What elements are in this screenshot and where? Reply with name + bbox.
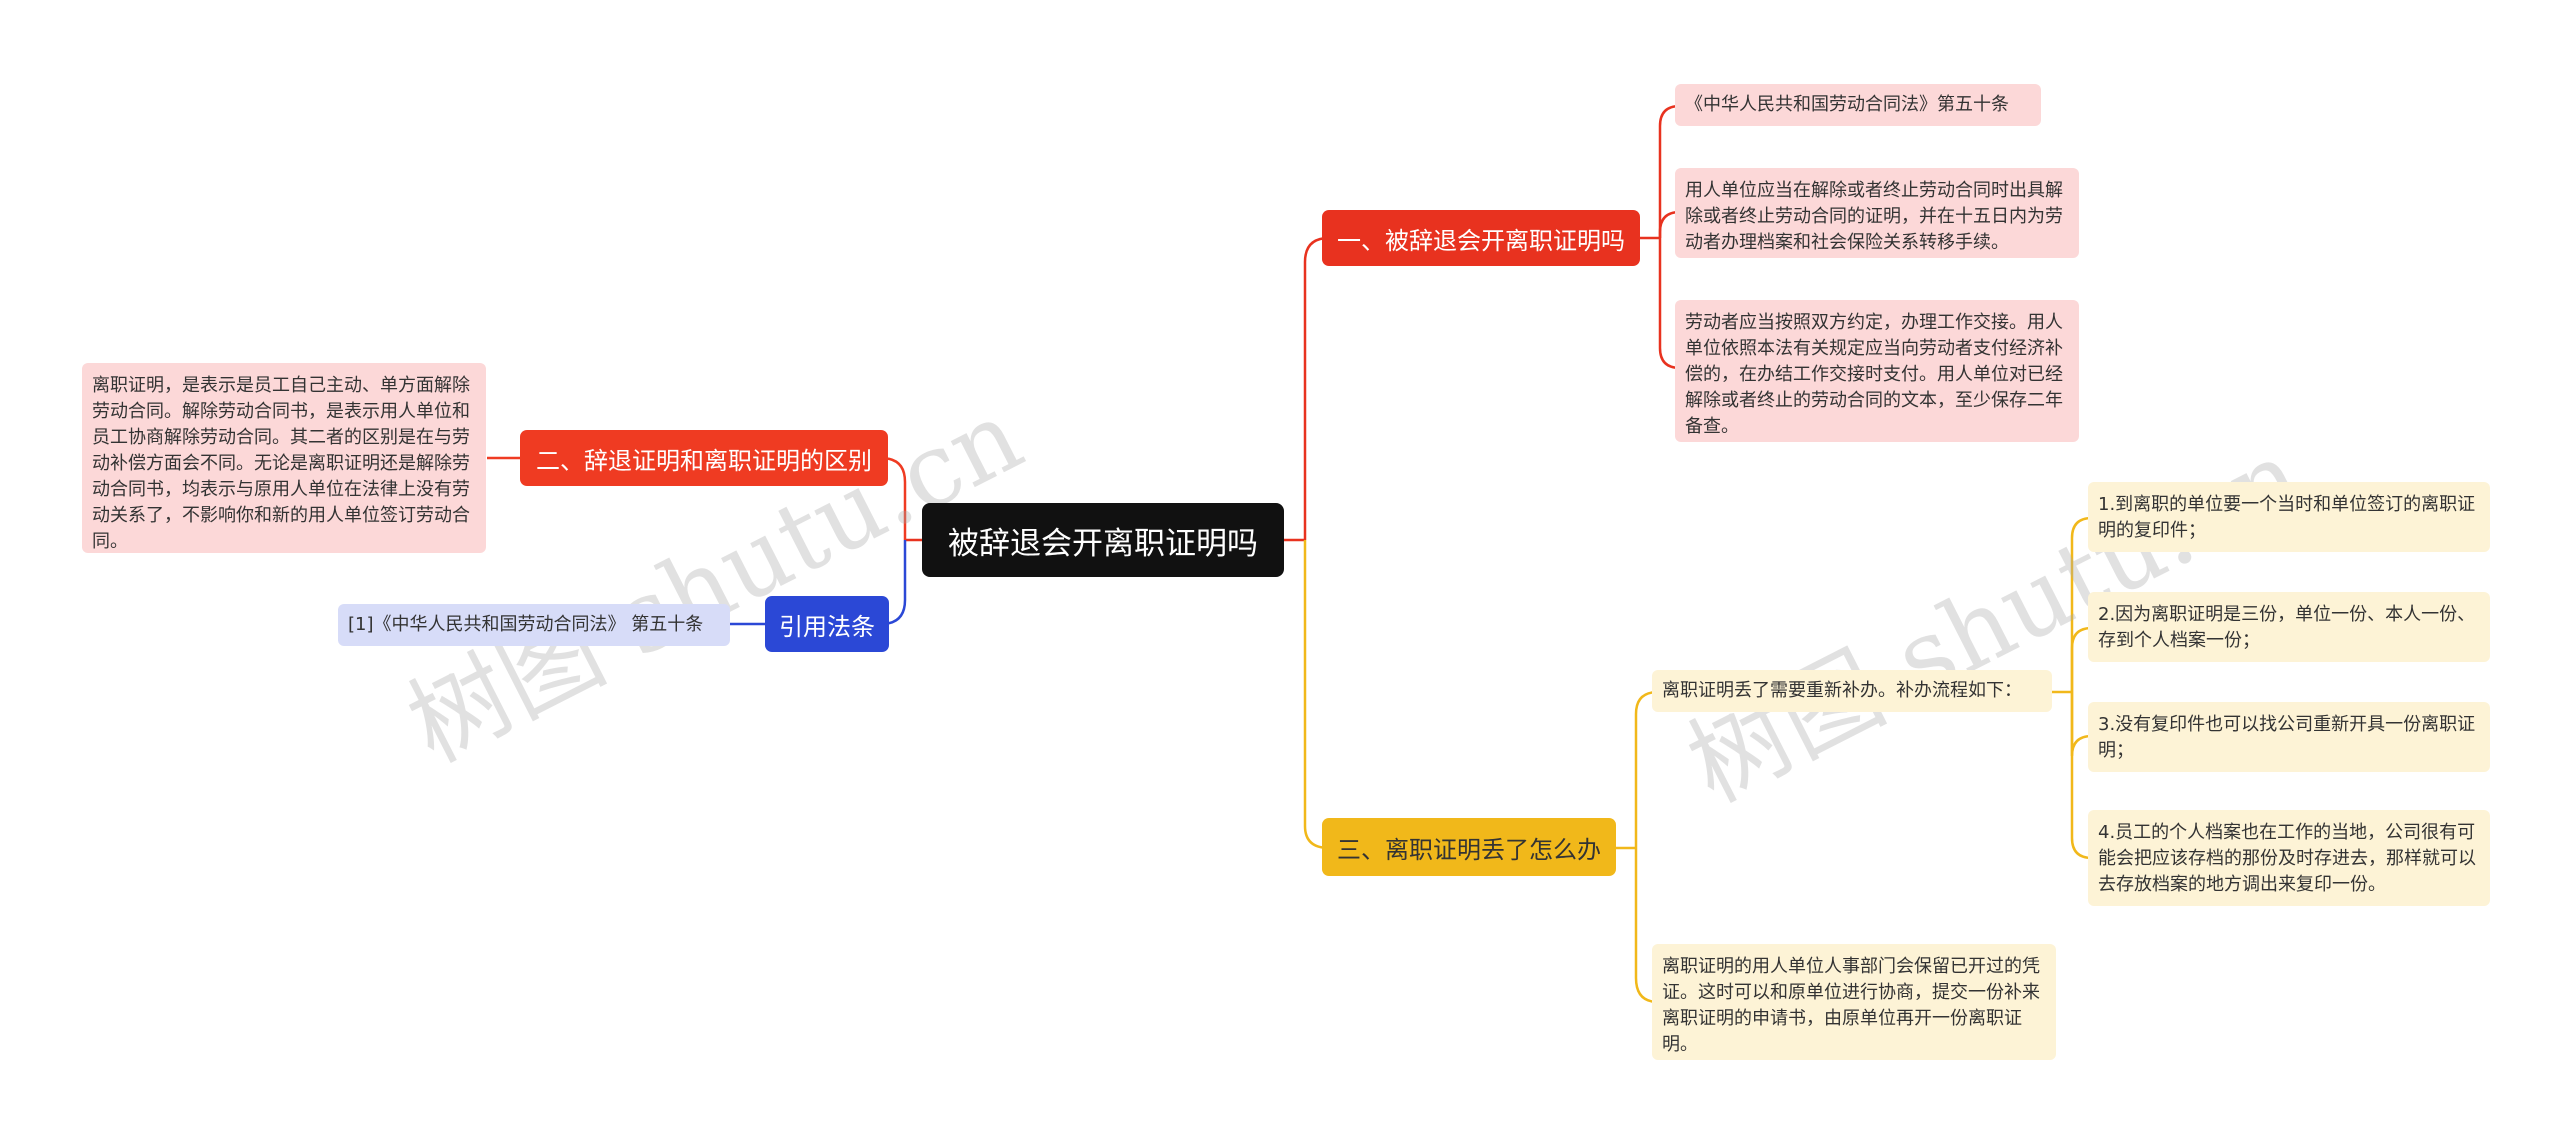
branch-1-leaf-1[interactable]: 《中华人民共和国劳动合同法》第五十条 (1675, 84, 2041, 126)
branch-4-sub-1-leaf-4[interactable]: 4.员工的个人档案也在工作的当地，公司很有可能会把应该存档的那份及时存进去，那样… (2088, 810, 2490, 906)
branch-4-sub-1-leaf-3[interactable]: 3.没有复印件也可以找公司重新开具一份离职证明； (2088, 702, 2490, 772)
branch-1-leaf-3[interactable]: 劳动者应当按照双方约定，办理工作交接。用人单位依照本法有关规定应当向劳动者支付经… (1675, 300, 2079, 442)
branch-4-sub-1[interactable]: 离职证明丢了需要重新补办。补办流程如下： (1652, 670, 2052, 712)
branch-2-topic[interactable]: 二、辞退证明和离职证明的区别 (520, 430, 888, 486)
root-topic[interactable]: 被辞退会开离职证明吗 (922, 503, 1284, 577)
branch-4-sub-1-leaf-1[interactable]: 1.到离职的单位要一个当时和单位签订的离职证明的复印件； (2088, 482, 2490, 552)
branch-4-sub-2[interactable]: 离职证明的用人单位人事部门会保留已开过的凭证。这时可以和原单位进行协商，提交一份… (1652, 944, 2056, 1060)
branch-1-leaf-2[interactable]: 用人单位应当在解除或者终止劳动合同时出具解除或者终止劳动合同的证明，并在十五日内… (1675, 168, 2079, 258)
branch-3-topic[interactable]: 引用法条 (765, 596, 889, 652)
branch-4-sub-1-leaf-2[interactable]: 2.因为离职证明是三份，单位一份、本人一份、存到个人档案一份； (2088, 592, 2490, 662)
branch-4-topic[interactable]: 三、离职证明丢了怎么办 (1322, 818, 1616, 876)
branch-3-leaf-1[interactable]: [1]《中华人民共和国劳动合同法》 第五十条 (338, 604, 730, 646)
branch-1-topic[interactable]: 一、被辞退会开离职证明吗 (1322, 210, 1640, 266)
branch-2-leaf-1[interactable]: 离职证明，是表示是员工自己主动、单方面解除劳动合同。解除劳动合同书，是表示用人单… (82, 363, 486, 553)
